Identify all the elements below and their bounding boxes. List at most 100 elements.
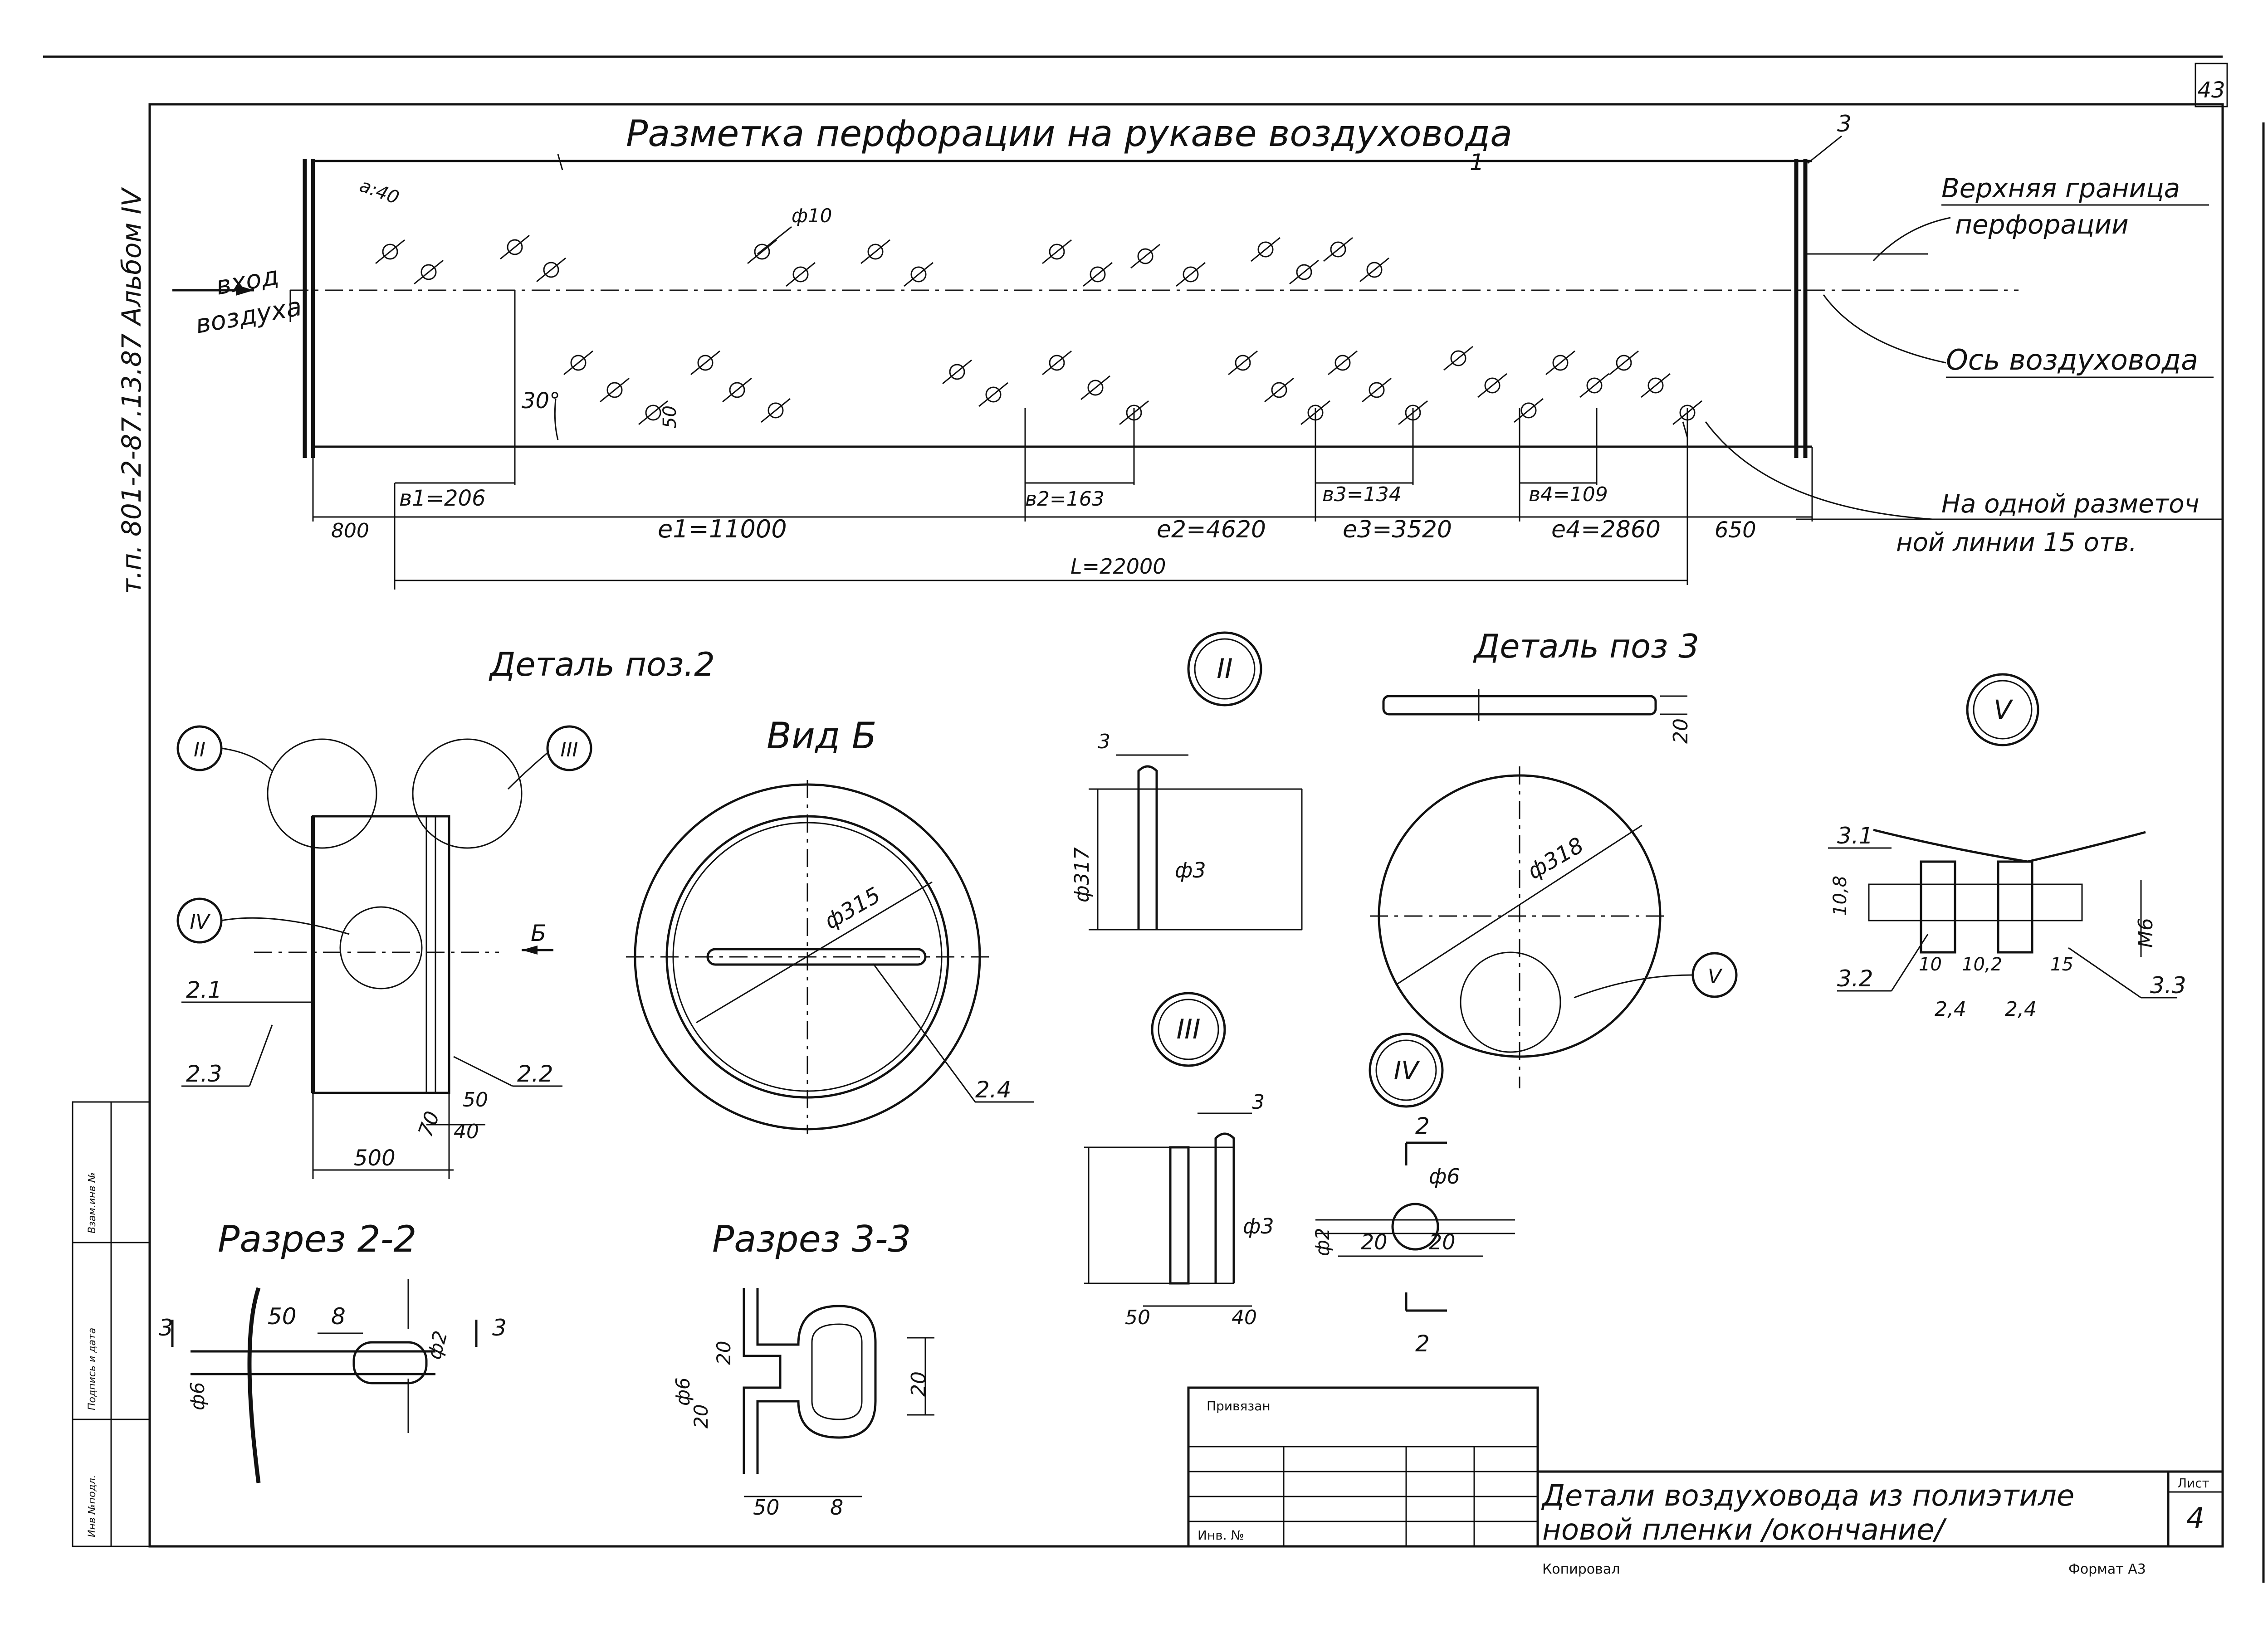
nodeII-drawing bbox=[1089, 631, 1303, 931]
nodeV-d108: 10,8 bbox=[1830, 876, 1851, 916]
nodeIII-d40: 40 bbox=[1232, 1306, 1257, 1329]
tb-sheet-label: Лист bbox=[2177, 1476, 2209, 1491]
nodeV-d102: 10,2 bbox=[1962, 954, 2002, 975]
section22-cut3b: 3 bbox=[492, 1315, 507, 1341]
perforation-hole bbox=[1049, 355, 1065, 371]
side-label: т.п. 801-2-87.13.87 Альбом IV bbox=[116, 186, 147, 594]
perforation-hole bbox=[645, 405, 661, 421]
hole-marking-line bbox=[1641, 373, 1671, 398]
section33-title: Разрез 3-3 bbox=[712, 1218, 911, 1260]
nodeV-d15: 15 bbox=[2050, 954, 2073, 975]
d2-dim-40: 40 bbox=[454, 1120, 479, 1143]
hole-marking-line bbox=[978, 382, 1008, 407]
hole-marking-line bbox=[1609, 350, 1639, 375]
nodeV-drawing bbox=[1828, 673, 2177, 999]
nodeIV-d20a: 20 bbox=[1361, 1230, 1388, 1254]
perforation-dimensions bbox=[312, 290, 1813, 590]
pos-2-3: 2.3 bbox=[186, 1061, 222, 1087]
d2-dim-500: 500 bbox=[354, 1146, 396, 1171]
phi10-label: ф10 bbox=[792, 205, 832, 227]
detail3-phi: ф318 bbox=[1523, 833, 1588, 885]
perforation-hole bbox=[729, 382, 745, 398]
d2-dim-70: 70 bbox=[414, 1108, 444, 1140]
dim-50-label: 50 bbox=[660, 405, 680, 429]
perforation-hole bbox=[867, 244, 884, 260]
nodeV-d10: 10 bbox=[1919, 954, 1942, 975]
nodeIV-phi2: ф2 bbox=[1311, 1228, 1334, 1256]
hole-marking-line bbox=[1323, 237, 1353, 262]
section22-title: Разрез 2-2 bbox=[218, 1218, 416, 1260]
perforation-hole bbox=[420, 264, 437, 280]
nodeV-p33: 3.3 bbox=[2150, 972, 2186, 999]
perforation-hole bbox=[382, 244, 398, 260]
hole-marking-line bbox=[1328, 350, 1358, 375]
perforation-hole bbox=[1647, 377, 1664, 394]
hole-marking-line bbox=[1264, 377, 1294, 403]
hole-marking-line bbox=[500, 234, 530, 260]
hole-marking-line bbox=[563, 350, 593, 375]
perforation-hole bbox=[1087, 380, 1104, 396]
section33-d20c: 20 bbox=[907, 1371, 930, 1397]
nodeIII-drawing bbox=[1084, 992, 1252, 1307]
nodeV-p31: 3.1 bbox=[1837, 823, 1873, 849]
nodeII-phi3: ф3 bbox=[1175, 858, 1206, 882]
d2-dim-50: 50 bbox=[463, 1088, 488, 1111]
perforation-hole bbox=[1183, 266, 1199, 283]
hole-marking-line bbox=[860, 239, 890, 264]
perforation-hole bbox=[697, 355, 714, 371]
inlet-label-1: вход bbox=[214, 261, 281, 301]
perforation-hole bbox=[1296, 264, 1312, 280]
perforation-hole bbox=[1090, 266, 1106, 283]
section33-drawing bbox=[743, 1288, 934, 1497]
perforation-hole bbox=[1049, 244, 1065, 260]
perforation-hole bbox=[1330, 241, 1346, 258]
nodeII-callout: II bbox=[1217, 653, 1232, 685]
pos-3-label: 3 bbox=[1837, 111, 1852, 137]
perforation-hole bbox=[1450, 350, 1466, 366]
perforation-hole bbox=[1257, 241, 1274, 258]
nodeIII-phi3: ф3 bbox=[1243, 1214, 1274, 1238]
section33-phi6: ф6 bbox=[672, 1377, 694, 1406]
section33-d8: 8 bbox=[830, 1495, 843, 1520]
pos-1-label: 1 bbox=[1470, 149, 1484, 175]
section22-d8: 8 bbox=[331, 1303, 346, 1330]
section22-d50: 50 bbox=[268, 1303, 297, 1330]
section22-drawing bbox=[171, 1279, 478, 1483]
detail3-callout-V: V bbox=[1708, 965, 1723, 988]
dim-l2: е2=4620 bbox=[1157, 516, 1266, 543]
nodeIII-d3: 3 bbox=[1252, 1091, 1265, 1114]
callout-III-d2: III bbox=[561, 738, 578, 761]
callout-II-d2: II bbox=[194, 738, 205, 761]
hole-marking-line bbox=[1083, 262, 1113, 287]
perforation-hole bbox=[1334, 355, 1351, 371]
nodeIV-drawing bbox=[1315, 1033, 1515, 1312]
nodeIV-d20b: 20 bbox=[1429, 1230, 1456, 1254]
nodeII-phi317: ф317 bbox=[1070, 847, 1094, 902]
perforation-hole bbox=[1271, 382, 1287, 398]
perforation-hole bbox=[985, 386, 1002, 403]
dim-b4: в4=109 bbox=[1529, 483, 1608, 506]
one-line-note-2: ной линии 15 отв. bbox=[1896, 528, 2137, 557]
axis-label: Ось воздуховода bbox=[1946, 343, 2198, 376]
inlet-label-2: воздуха bbox=[193, 292, 304, 340]
viewB-phi: ф315 bbox=[820, 882, 885, 935]
viewB-drawing bbox=[626, 780, 1034, 1134]
dim-b3: в3=134 bbox=[1322, 483, 1402, 506]
perforation-hole bbox=[1484, 377, 1501, 394]
hole-marking-line bbox=[1130, 244, 1160, 269]
perforation-hole bbox=[767, 402, 784, 419]
title-block bbox=[1187, 1386, 2223, 1548]
stamp-replace: Взам.инв № bbox=[87, 1172, 98, 1233]
hole-marking-line bbox=[375, 239, 405, 264]
detail3-title: Деталь поз 3 bbox=[1473, 627, 1699, 665]
tb-name-2: новой пленки /окончание/ bbox=[1542, 1513, 1947, 1547]
upper-boundary-2: перфорации bbox=[1955, 209, 2129, 240]
nodeV-d24a: 2,4 bbox=[1935, 998, 1966, 1021]
detail2-title: Деталь поз.2 bbox=[489, 645, 715, 683]
nodeIII-callout: III bbox=[1176, 1014, 1200, 1045]
nodeIV-callout: IV bbox=[1394, 1056, 1421, 1086]
tb-attached: Привязан bbox=[1207, 1399, 1271, 1414]
hole-marking-line bbox=[761, 398, 791, 423]
detail2-drawing bbox=[176, 725, 592, 1179]
